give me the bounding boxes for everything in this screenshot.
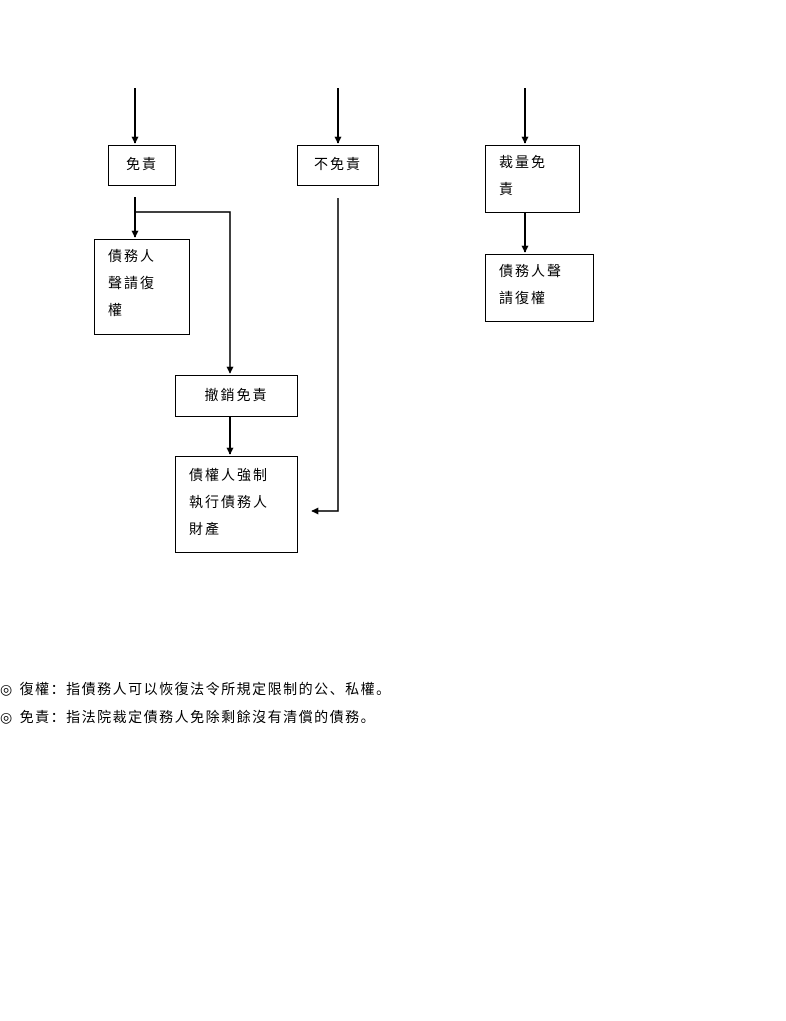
- node-no-discharge-label: 不免責: [314, 157, 362, 173]
- node-debtor-restore-left-line-1: 債務人: [108, 249, 156, 265]
- arrow-discharge-to-revoke: [135, 211, 234, 374]
- node-debtor-restore-left-line-3: 權: [108, 303, 124, 319]
- node-enforcement-line-3: 財產: [189, 522, 221, 538]
- note-restore-rights: ◎ 復權：指債務人可以恢復法令所規定限制的公、私權。: [0, 682, 392, 698]
- arrow-no-discharge-to-enforcement: [311, 198, 339, 515]
- node-debtor-restore-right: 債務人聲 請復權: [485, 254, 594, 322]
- node-discharge: 免責: [108, 145, 176, 186]
- node-revoke-discharge: 撤銷免責: [175, 375, 298, 417]
- footnotes: ◎ 復權：指債務人可以恢復法令所規定限制的公、私權。 ◎ 免責：指法院裁定債務人…: [0, 676, 392, 732]
- node-discretionary-line-2: 責: [499, 182, 515, 198]
- node-discretionary-discharge: 裁量免 責: [485, 145, 580, 213]
- node-revoke-discharge-label: 撤銷免責: [204, 387, 269, 404]
- note-discharge: ◎ 免責：指法院裁定債務人免除剩餘沒有清償的債務。: [0, 710, 377, 726]
- node-debtor-restore-left: 債務人 聲請復 權: [94, 239, 190, 335]
- node-no-discharge: 不免責: [297, 145, 379, 186]
- node-discharge-label: 免責: [126, 157, 158, 173]
- node-enforcement-line-1: 債權人強制: [189, 468, 269, 484]
- node-enforcement-line-2: 執行債務人: [189, 495, 269, 511]
- node-debtor-restore-right-line-1: 債務人聲: [499, 264, 563, 280]
- node-creditor-enforcement: 債權人強制 執行債務人 財產: [175, 456, 298, 553]
- node-discretionary-line-1: 裁量免: [499, 155, 547, 171]
- node-debtor-restore-left-line-2: 聲請復: [108, 276, 156, 292]
- node-debtor-restore-right-line-2: 請復權: [499, 291, 547, 307]
